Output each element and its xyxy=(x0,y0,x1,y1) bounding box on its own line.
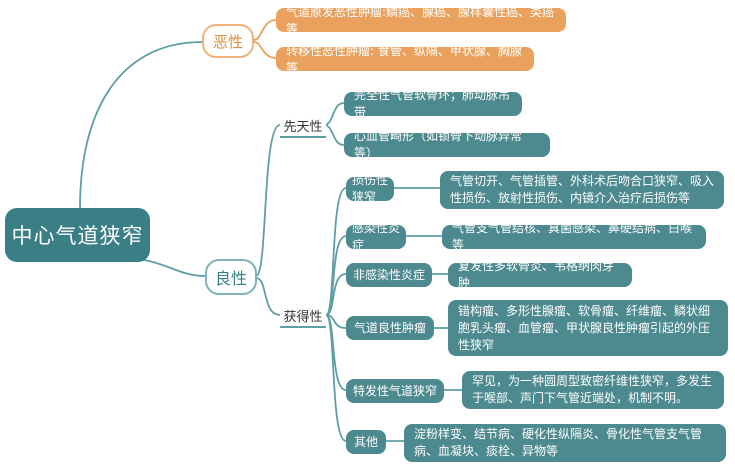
benign-node: 良性 xyxy=(205,259,257,295)
acquired-group-4-desc: 错构瘤、多形性腺瘤、软骨瘤、纤维瘤、鳞状细胞乳头瘤、血管瘤、甲状腺良性肿瘤引起的… xyxy=(448,300,728,356)
link-benign-congenital xyxy=(255,124,281,277)
link-cong-1 xyxy=(323,102,345,126)
acquired-group-5-label: 特发性气道狭窄 xyxy=(346,379,444,403)
congenital-node: 先天性 xyxy=(280,114,326,138)
acquired-group-3-desc: 复发性多软骨炎、韦格纳肉芽肿 xyxy=(448,259,632,290)
acquired-group-1-desc: 气管切开、气管插管、外科术后吻合口狭窄、吸入性损伤、放射性损伤、内镜介入治疗后损… xyxy=(440,171,724,209)
congenital-item-1: 完全性气管软骨环；肺动脉吊带 xyxy=(344,88,522,119)
acquired-group-2-label: 感染性炎症 xyxy=(346,221,406,252)
root-node: 中心气道狭窄 xyxy=(5,208,150,262)
link-malignant-2 xyxy=(253,41,277,59)
link-acq-5 xyxy=(325,314,347,391)
congenital-item-2: 心血管畸形（如锁骨下动脉异常等） xyxy=(344,129,550,160)
acquired-group-1-label: 损伤性狭窄 xyxy=(346,173,394,204)
malignant-item-1: 气道原发恶性肿瘤:鳞癌、腺癌、腺样囊性癌、类癌等 xyxy=(276,5,566,36)
acquired-group-3-label: 非感染性炎症 xyxy=(346,263,432,287)
malignant-node: 恶性 xyxy=(202,24,254,58)
acquired-group-6-desc: 淀粉样变、结节病、硬化性纵隔炎、骨化性气管支气管病、血凝块、痰栓、异物等 xyxy=(404,424,726,462)
acquired-group-4-label: 气道良性肿瘤 xyxy=(346,316,434,340)
link-malignant-1 xyxy=(253,19,277,41)
link-root-malignant xyxy=(79,41,203,209)
malignant-item-2: 转移性恶性肿瘤: 食管、纵隔、甲状腺、胸腺等 xyxy=(276,44,534,75)
acquired-group-6-label: 其他 xyxy=(346,430,386,454)
link-cong-2 xyxy=(323,124,345,146)
acquired-group-5-desc: 罕见，为一种圆周型致密纤维性狭窄，多发生于喉部、声门下气管近端处，机制不明。 xyxy=(462,371,724,409)
acquired-node: 获得性 xyxy=(280,304,326,328)
link-acq-3 xyxy=(325,273,347,316)
link-acq-6 xyxy=(325,314,347,442)
link-benign-acquired xyxy=(255,277,281,316)
acquired-group-2-desc: 气管支气管结核、真菌感染、鼻硬结病、白喉等 xyxy=(442,221,706,252)
